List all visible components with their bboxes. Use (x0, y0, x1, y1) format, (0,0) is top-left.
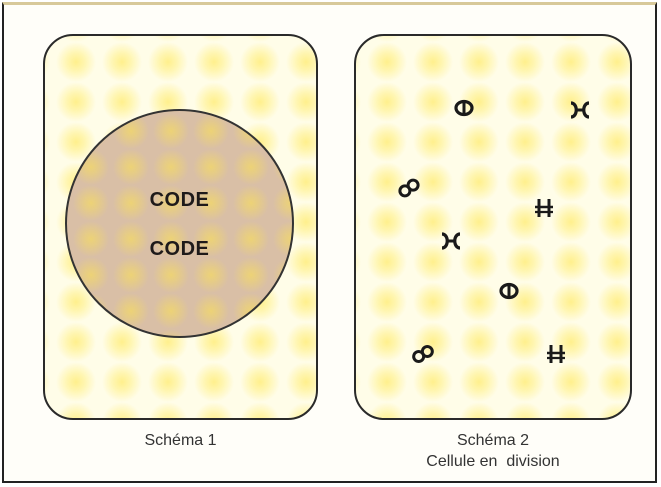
chromosome-h-icon (535, 199, 553, 217)
caption-schema-1-text: Schéma 1 (144, 432, 217, 449)
caption-schema-2-subtitle: Cellule en division (426, 453, 560, 470)
chromosome-eight-icon (398, 178, 420, 198)
chromosome-theta-icon (454, 99, 474, 117)
caption-schema-2-title: Schéma 2 (456, 432, 530, 449)
caption-schema-2: Schéma 2 Cellule en division (354, 430, 632, 472)
chromosome-eight-icon (412, 345, 434, 363)
nucleus (65, 109, 294, 338)
chromosome-x-icon (570, 101, 590, 119)
nucleus-code-label-1: CODE (149, 189, 210, 211)
cell-schema-2 (354, 34, 632, 420)
chromosome-x-icon (441, 232, 461, 250)
caption-schema-1: Schéma 1 (43, 430, 318, 451)
chromosome-h-icon (547, 345, 565, 363)
nucleus-code-label-2: CODE (149, 238, 210, 260)
chromosome-theta-icon (499, 282, 519, 300)
